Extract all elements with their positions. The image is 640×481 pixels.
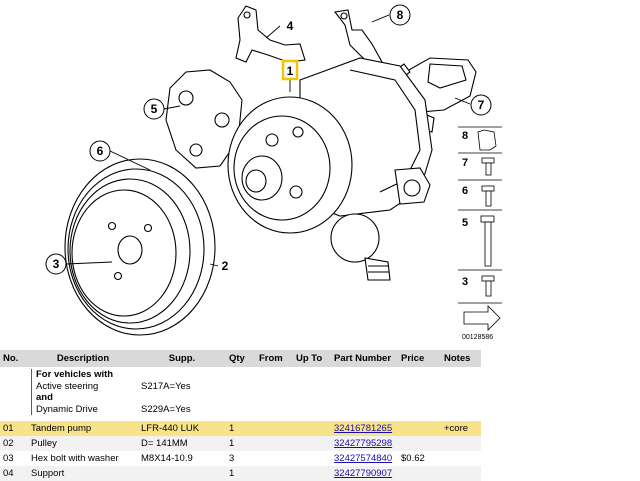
cell-from: [256, 451, 293, 466]
cell-no: 04: [0, 466, 28, 481]
side-label-6: 6: [462, 185, 468, 197]
parts-table: No. Description Supp. Qty From Up To Par…: [0, 350, 481, 481]
cell-qty: 1: [226, 421, 256, 436]
col-header-from: From: [256, 350, 293, 367]
callout-4[interactable]: 4: [287, 19, 294, 33]
bracket-drawing: [235, 5, 306, 63]
cell-no: 03: [0, 451, 28, 466]
cell-notes: [441, 466, 481, 481]
col-header-description: Description: [28, 350, 138, 367]
col-header-upto: Up To: [293, 350, 331, 367]
hardware-panel: 8 7 6 5 3 00128586: [458, 126, 502, 341]
cell-no: 02: [0, 436, 28, 451]
cell-part-number: 32427790907: [331, 466, 398, 481]
cell-price: [398, 466, 441, 481]
col-header-price: Price: [398, 350, 441, 367]
cell-upto: [293, 436, 331, 451]
pulley-drawing: [64, 158, 216, 336]
cell-price: [398, 421, 441, 436]
cell-qty: 1: [226, 466, 256, 481]
cell-no: 01: [0, 421, 28, 436]
note-supp-2: S229A=Yes: [141, 403, 191, 415]
parts-diagram: 1 2 3 4 5 6 7 8 8 7 6 5 3 0012858: [45, 4, 502, 341]
cell-upto: [293, 451, 331, 466]
pump-body-drawing: [227, 57, 433, 281]
note-line-2: Active steering: [36, 380, 99, 392]
cell-part-number: 32427795298: [331, 436, 398, 451]
callout-6-circle: [89, 140, 111, 162]
cell-notes: +core: [441, 421, 481, 436]
cell-description: Hex bolt with washer: [28, 451, 138, 466]
cell-part-number: 32416781265: [331, 421, 398, 436]
cell-from: [256, 466, 293, 481]
note-supp-1: S217A=Yes: [141, 380, 191, 392]
note-line-3: and: [36, 392, 53, 403]
cell-from: [256, 421, 293, 436]
col-header-part-number: Part Number: [331, 350, 398, 367]
cell-supp: M8X14-10.9: [138, 451, 226, 466]
note-line-1: For vehicles with: [36, 369, 114, 380]
cell-price: [398, 436, 441, 451]
cell-description: Tandem pump: [28, 421, 138, 436]
cell-supp: [138, 466, 226, 481]
cell-part-number: 32427574840: [331, 451, 398, 466]
cell-qty: 3: [226, 451, 256, 466]
arrow-icon: [463, 305, 501, 331]
cell-supp: LFR-440 LUK: [138, 421, 226, 436]
callout-5[interactable]: 5: [151, 102, 158, 116]
cell-from: [256, 436, 293, 451]
table-header-row: No. Description Supp. Qty From Up To Par…: [0, 350, 481, 367]
cell-qty: 1: [226, 436, 256, 451]
part-number-link[interactable]: 32427574840: [334, 453, 393, 464]
part-number-link[interactable]: 32416781265: [334, 423, 393, 434]
table-row[interactable]: 03 Hex bolt with washer M8X14-10.9 3 324…: [0, 451, 481, 466]
col-header-supp: Supp.: [138, 350, 226, 367]
side-label-3: 3: [462, 276, 468, 288]
callout-5-circle: [143, 98, 165, 120]
table-row[interactable]: 04 Support 1 32427790907: [0, 466, 481, 481]
cell-notes: [441, 436, 481, 451]
callout-1[interactable]: 1: [287, 64, 294, 78]
cell-price: $0.62: [398, 451, 441, 466]
callout-6[interactable]: 6: [97, 144, 104, 158]
callout-3-circle: [45, 253, 67, 275]
note-row: For vehicles with Active steering and Dy…: [0, 367, 481, 421]
callout-7-circle: [470, 94, 492, 116]
col-header-qty: Qty: [226, 350, 256, 367]
table-row[interactable]: 02 Pulley D= 141MM 1 32427795298: [0, 436, 481, 451]
col-header-no: No.: [0, 350, 28, 367]
part-number-link[interactable]: 32427790907: [334, 468, 393, 479]
note-line-4: Dynamic Drive: [36, 403, 98, 415]
col-header-notes: Notes: [441, 350, 481, 367]
part-number-link[interactable]: 32427795298: [334, 438, 393, 449]
callout-2[interactable]: 2: [222, 259, 229, 273]
diagram-image-id: 00128586: [462, 334, 493, 341]
callout-8-circle: [389, 4, 411, 26]
side-label-5: 5: [462, 217, 468, 229]
leader-lines: [65, 14, 471, 267]
cell-upto: [293, 421, 331, 436]
side-label-8: 8: [462, 130, 468, 142]
cell-description: Pulley: [28, 436, 138, 451]
note-supp: S217A=Yes S229A=Yes: [138, 367, 226, 421]
side-label-7: 7: [462, 157, 468, 169]
callout-3[interactable]: 3: [53, 257, 60, 271]
table-row[interactable]: 01 Tandem pump LFR-440 LUK 1 32416781265…: [0, 421, 481, 436]
callout-7[interactable]: 7: [478, 98, 485, 112]
cell-notes: [441, 451, 481, 466]
cell-supp: D= 141MM: [138, 436, 226, 451]
callout-1-highlight: [281, 59, 299, 81]
cell-description: Support: [28, 466, 138, 481]
callout-8[interactable]: 8: [397, 8, 404, 22]
cell-upto: [293, 466, 331, 481]
note-description: For vehicles with Active steering and Dy…: [28, 367, 138, 421]
